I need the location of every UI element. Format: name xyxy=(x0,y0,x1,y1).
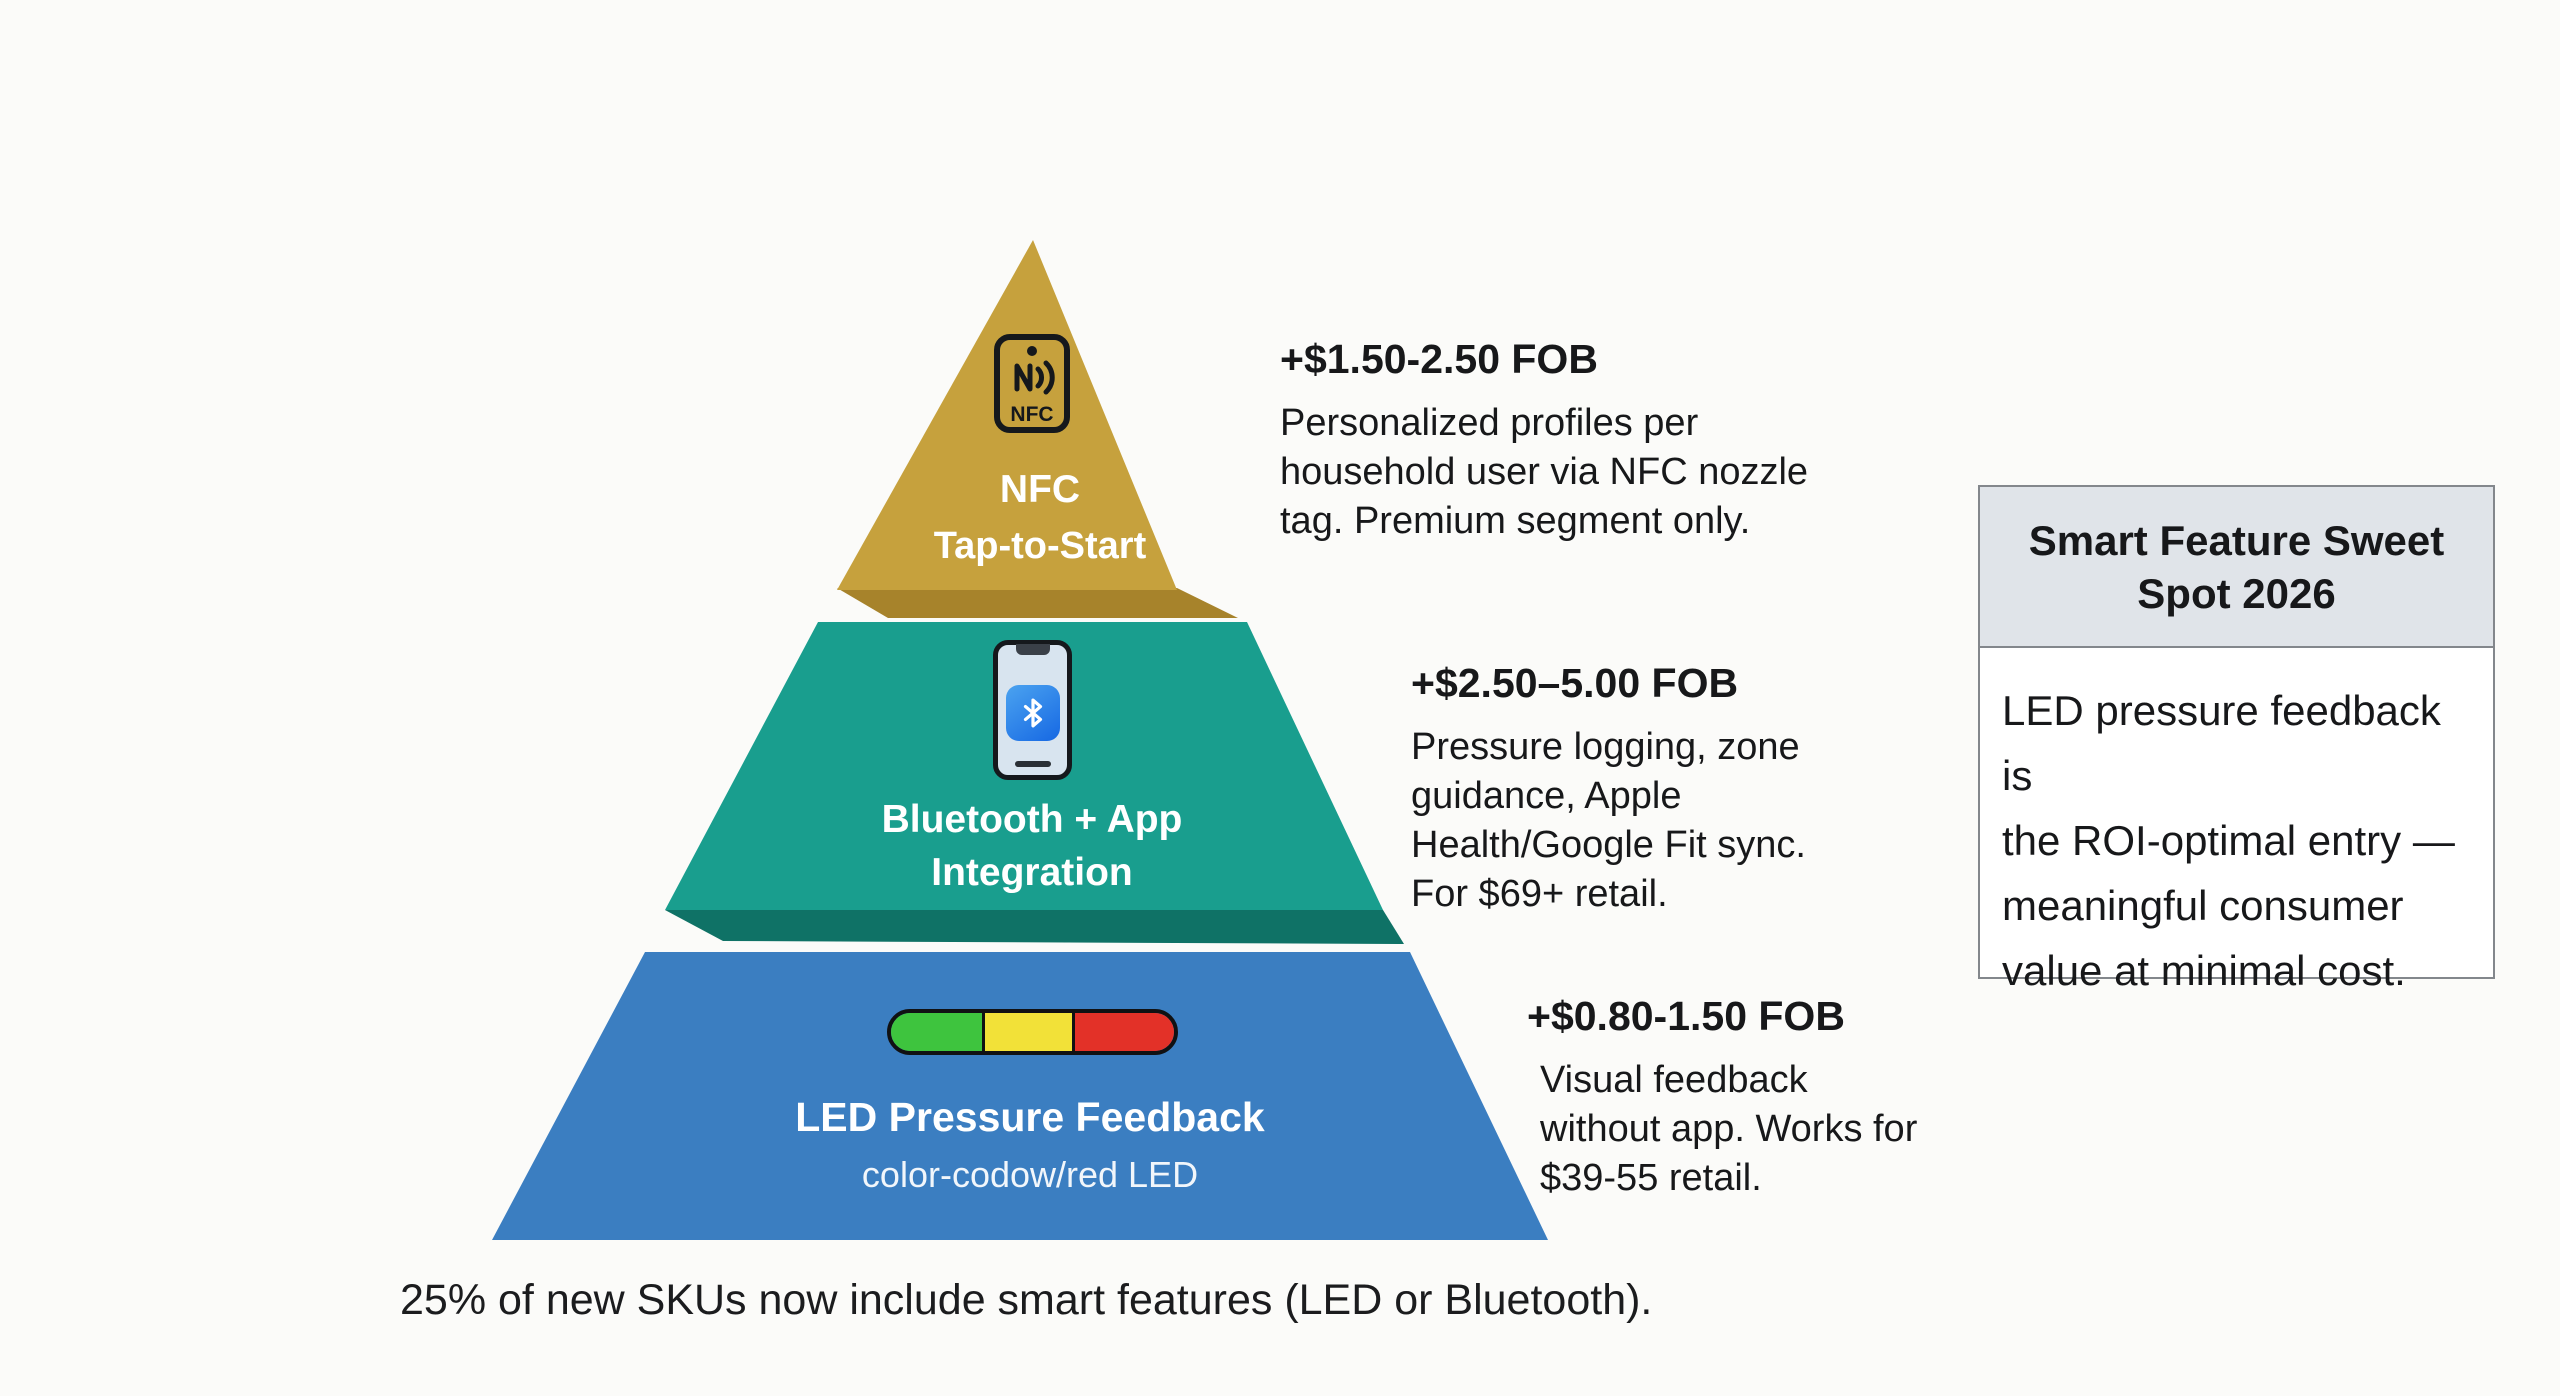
tier-bluetooth-line2: Integration xyxy=(931,851,1133,894)
phone-home-bar xyxy=(1014,761,1051,767)
tier-bluetooth-line1: Bluetooth + App xyxy=(881,798,1183,841)
callout-title-line2: Spot 2026 xyxy=(2137,569,2336,617)
phone-bluetooth-icon xyxy=(993,640,1072,780)
callout-body-line: meaningful consumer xyxy=(2002,882,2404,929)
tier-nfc-line1: NFC xyxy=(999,468,1081,511)
led-red-segment xyxy=(1074,1013,1174,1051)
footer-caption: 25% of new SKUs now include smart featur… xyxy=(400,1276,1653,1324)
annotation-nfc-desc-line: household user via NFC nozzle xyxy=(1280,451,1809,493)
annotation-bluetooth-desc-line: Pressure logging, zone xyxy=(1411,726,1800,768)
annotation-led-desc-line: without app. Works for xyxy=(1540,1108,1918,1150)
bluetooth-rune-icon xyxy=(1023,698,1042,728)
callout-body-line: the ROI-optimal entry — xyxy=(2002,817,2455,864)
annotation-led-fob: +$0.80-1.50 FOB xyxy=(1527,993,1845,1039)
nfc-tag-icon: NFC xyxy=(994,334,1070,433)
annotation-nfc: +$1.50-2.50 FOB Personalized profiles pe… xyxy=(1280,336,1808,546)
bluetooth-app-icon xyxy=(1005,685,1060,741)
tier-led-line2: color-codow/red LED xyxy=(861,1154,1199,1195)
tier-label-led: LED Pressure Feedback color-codow/red LE… xyxy=(730,1094,1330,1196)
annotation-bluetooth-desc-line: guidance, Apple xyxy=(1411,775,1682,817)
gold-tier-nfc xyxy=(837,240,1177,590)
annotation-led-desc-line: Visual feedback xyxy=(1540,1059,1808,1101)
blue-tier-led xyxy=(492,952,1548,1240)
annotation-led-desc-line: $39-55 retail. xyxy=(1540,1157,1762,1199)
annotation-nfc-fob: +$1.50-2.50 FOB xyxy=(1280,336,1598,382)
callout-box: Smart Feature Sweet Spot 2026 LED pressu… xyxy=(1978,485,2495,994)
tier-nfc-line2: Tap-to-Start xyxy=(933,525,1147,567)
annotation-bluetooth-desc-line: Health/Google Fit sync. xyxy=(1411,824,1806,866)
annotation-nfc-desc-line: tag. Premium segment only. xyxy=(1280,500,1751,542)
tier-led-line1: LED Pressure Feedback xyxy=(795,1094,1265,1140)
teal-tier-shadow xyxy=(665,910,1404,944)
nfc-dot xyxy=(1027,346,1037,356)
phone-notch xyxy=(1015,644,1050,655)
callout-body: LED pressure feedback is the ROI-optimal… xyxy=(1980,648,2493,1003)
callout-body-line: value at minimal cost. xyxy=(2002,947,2406,994)
annotation-led: +$0.80-1.50 FOB Visual feedback without … xyxy=(1527,993,1917,1203)
tier-label-nfc: NFC Tap-to-Start xyxy=(820,468,1260,568)
annotation-bluetooth: +$2.50–5.00 FOB Pressure logging, zone g… xyxy=(1411,660,1806,919)
callout-body-line: LED pressure feedback is xyxy=(2002,687,2441,799)
gold-tier-shadow xyxy=(837,588,1238,618)
annotation-bluetooth-desc: Pressure logging, zone guidance, Apple H… xyxy=(1411,723,1806,919)
annotation-nfc-desc: Personalized profiles per household user… xyxy=(1280,399,1808,546)
led-bar-icon xyxy=(887,1009,1178,1055)
led-green-segment xyxy=(891,1013,982,1051)
callout-header: Smart Feature Sweet Spot 2026 xyxy=(1980,487,2493,648)
tier-label-bluetooth: Bluetooth + App Integration xyxy=(812,798,1252,895)
annotation-led-desc: Visual feedback without app. Works for $… xyxy=(1540,1056,1917,1203)
nfc-n-glyph xyxy=(1014,363,1033,392)
annotation-bluetooth-desc-line: For $69+ retail. xyxy=(1411,873,1668,915)
annotation-bluetooth-fob: +$2.50–5.00 FOB xyxy=(1411,660,1739,706)
nfc-icon-label: NFC xyxy=(1010,403,1053,426)
annotation-nfc-desc-line: Personalized profiles per xyxy=(1280,402,1699,444)
callout-title-line1: Smart Feature Sweet xyxy=(2028,516,2445,564)
led-yellow-segment xyxy=(981,1013,1075,1051)
